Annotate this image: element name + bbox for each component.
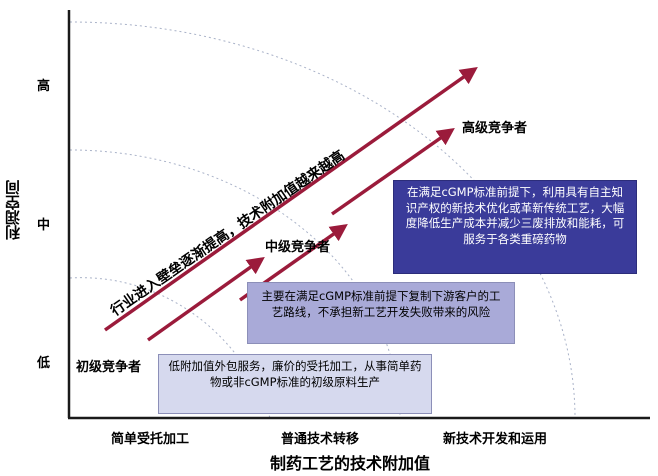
competitor-senior-label: 高级竞争者 [462,121,528,136]
trend-arrow-senior [330,127,455,216]
y-tick-mid: 中 [37,218,51,233]
note-primary: 低附加值外包服务，廉价的受托加工，从事简单药物或非cGMP标准的初级原料生产 [158,354,432,414]
trend-arrow-upper [103,66,478,332]
competitor-middle-label: 中级竞争者 [265,240,331,255]
x-tick-simple-processing: 简单受托加工 [110,432,189,447]
note-senior: 在满足cGMP标准前提下，利用具有自主知识产权的新技术优化或革新传统工艺，大幅度… [393,180,637,274]
x-axis-title: 制药工艺的技术附加值 [269,454,430,473]
x-tick-tech-transfer: 普通技术转移 [280,432,359,447]
y-tick-high: 高 [37,79,51,94]
zone-arc-outer [69,21,576,419]
competitor-primary-label: 初级竞争者 [76,360,142,375]
y-axis-title: 利润空间 [4,180,22,240]
note-middle: 主要在满足cGMP标准前提下复制下游客户的工艺路线，不承担新工艺开发失败带来的风… [247,282,515,344]
y-tick-low: 低 [37,356,51,371]
trend-arrow-primary [146,256,265,342]
x-tick-new-tech: 新技术开发和运用 [442,432,547,447]
zone-arc-middle [69,149,401,419]
